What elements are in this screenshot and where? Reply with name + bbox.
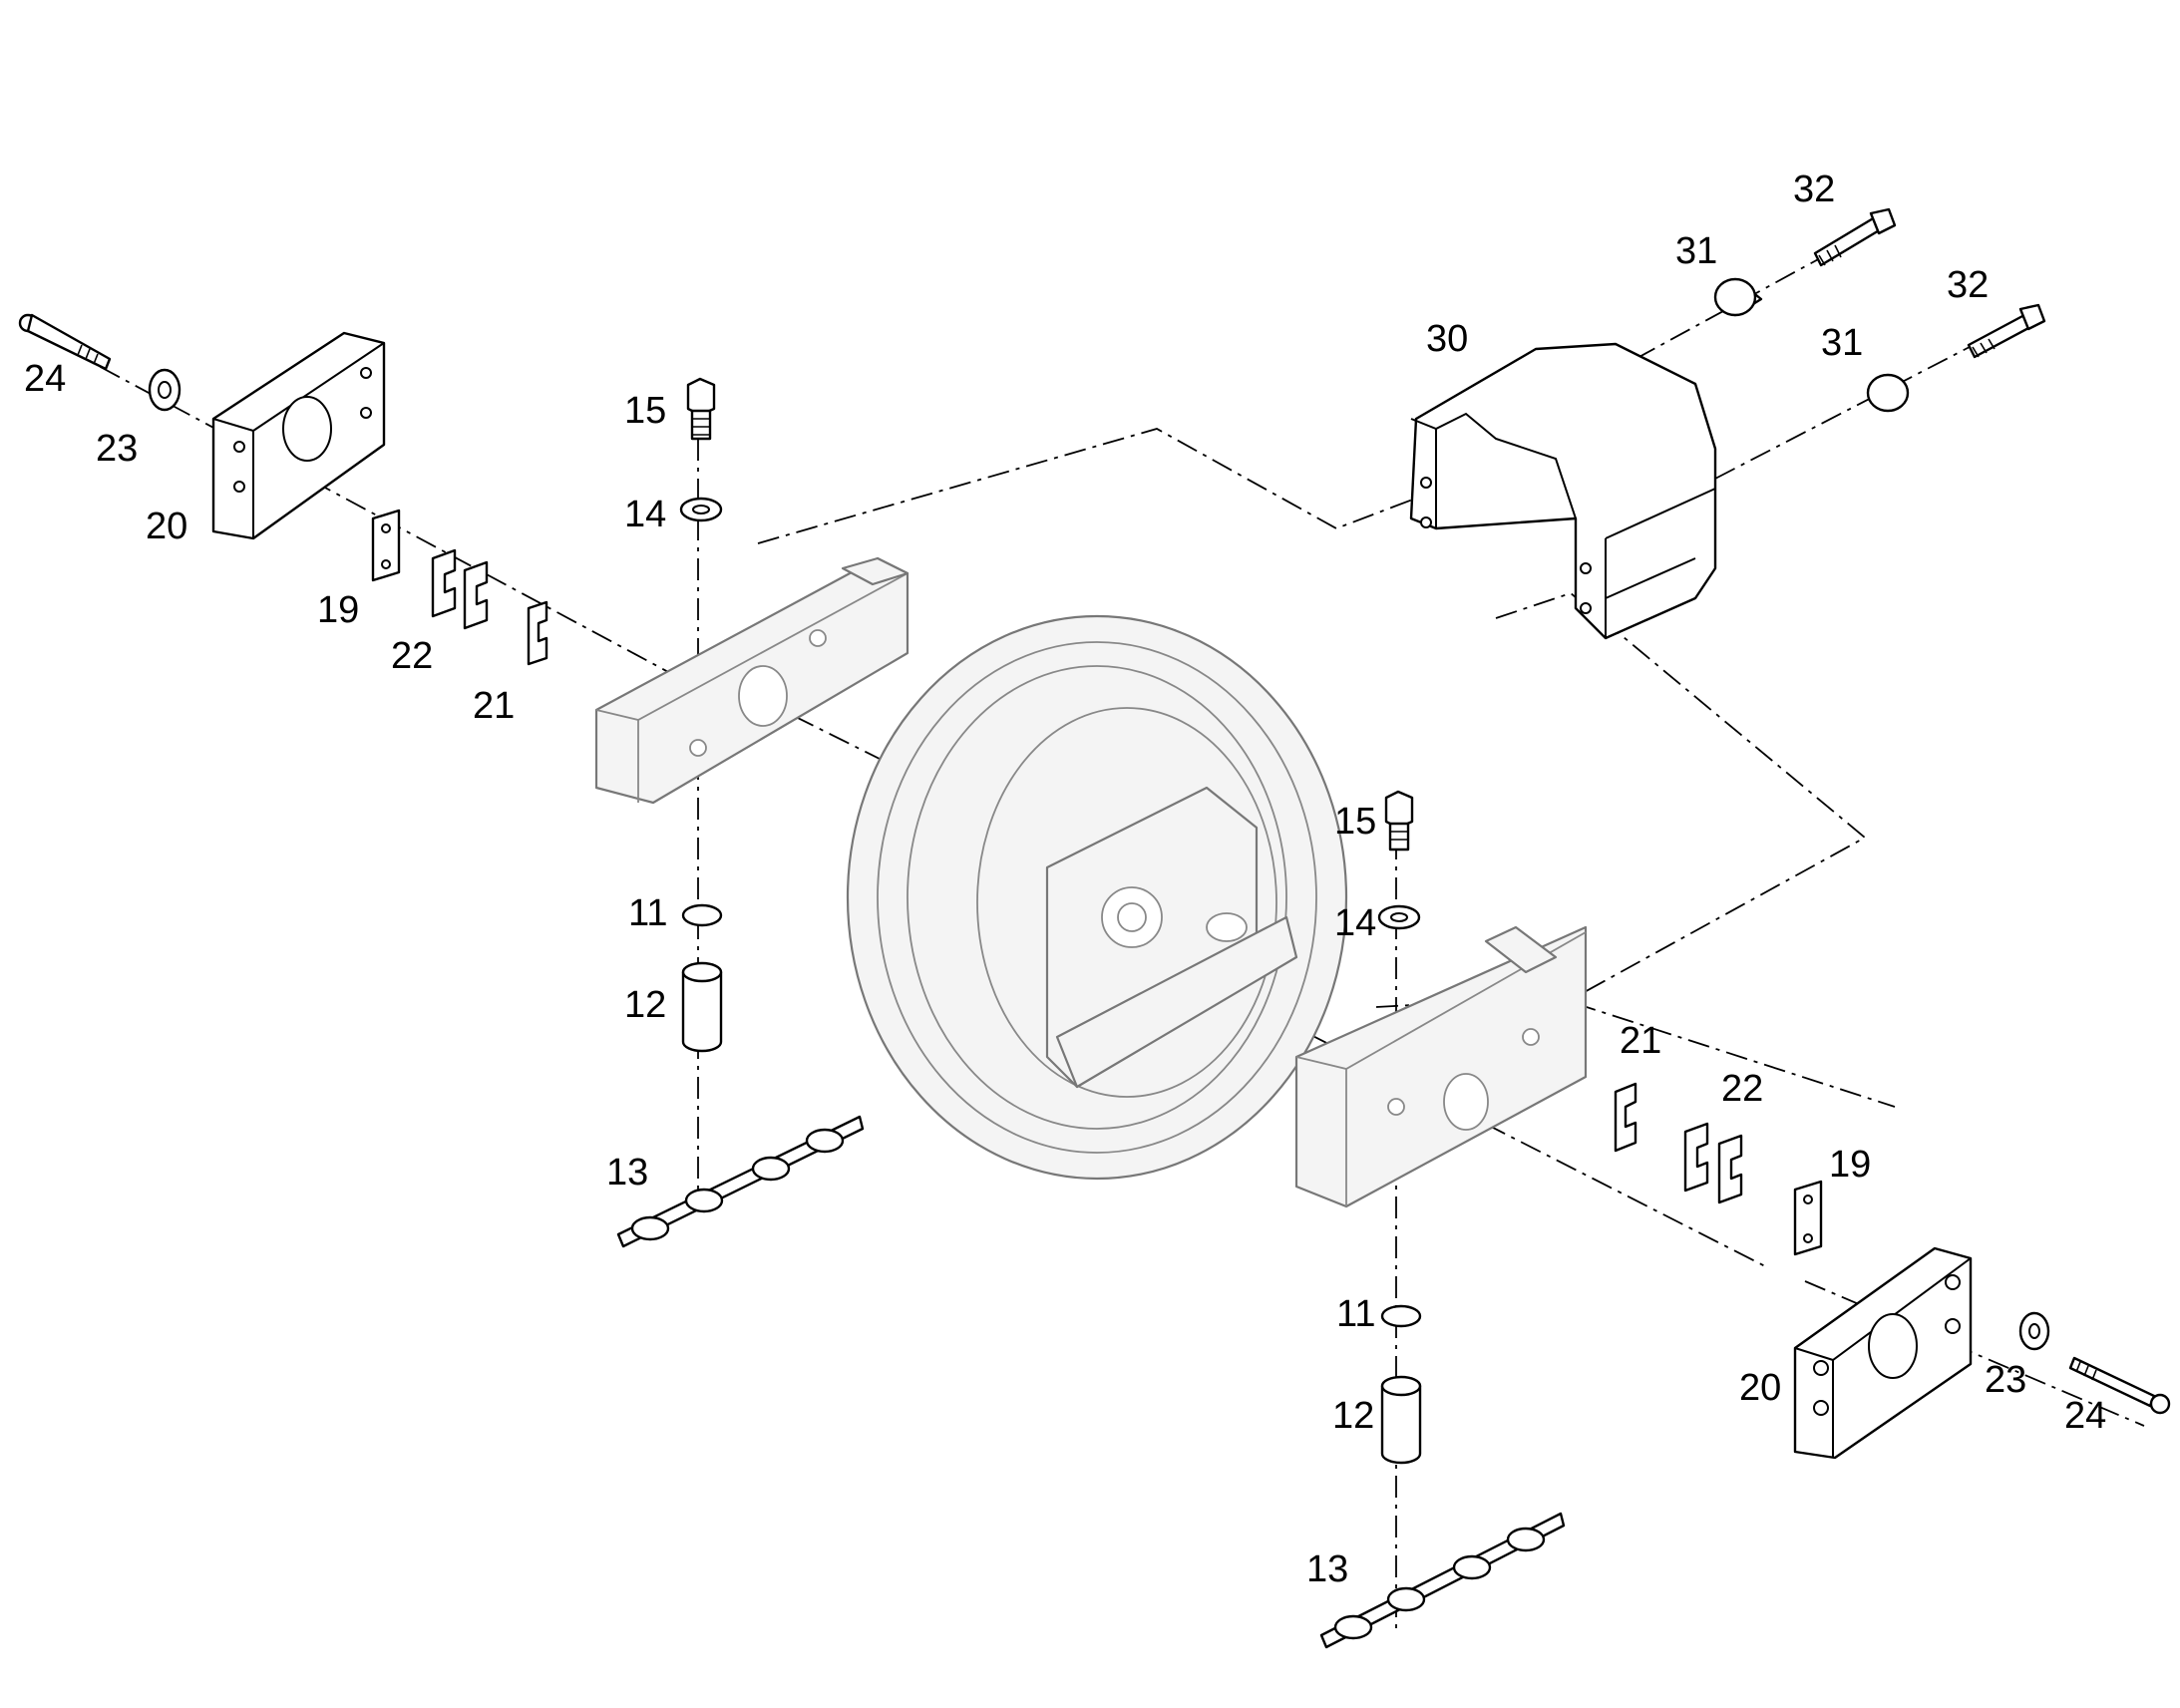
callout-22-right: 22	[1721, 1068, 1763, 1110]
guide-strip-13-right	[1319, 1512, 1566, 1649]
callout-19-left: 19	[317, 589, 359, 631]
yoke-left	[594, 556, 909, 805]
callout-21-left: 21	[473, 685, 515, 727]
bolt-15-right	[1384, 790, 1414, 852]
callout-24-left: 24	[24, 358, 66, 400]
callout-12-left: 12	[624, 984, 666, 1026]
callout-32-top: 32	[1793, 169, 1835, 210]
plate-20-right	[1793, 1246, 1973, 1460]
bolt-32-mid	[1967, 303, 2046, 359]
callout-13-left: 13	[606, 1152, 648, 1194]
callout-31-mid: 31	[1821, 322, 1863, 364]
shim-21-left	[527, 600, 548, 666]
bolt-32-top	[1813, 207, 1897, 267]
spacer-31-top	[1713, 277, 1763, 317]
callout-23-left: 23	[96, 428, 138, 470]
callout-11-left: 11	[628, 892, 667, 934]
washer-14-left	[679, 497, 723, 522]
seal-11-left	[681, 903, 723, 927]
bushing-12-right	[1380, 1375, 1422, 1465]
bolt-15-left	[686, 377, 716, 441]
callout-21-right: 21	[1620, 1020, 1661, 1062]
callout-14-right: 14	[1334, 902, 1376, 944]
shim-21-right	[1614, 1082, 1637, 1153]
guard-30	[1409, 342, 1717, 640]
bolt-24-left	[18, 313, 112, 371]
callout-22-left: 22	[391, 635, 433, 677]
bushing-12-left	[681, 961, 723, 1053]
plate-20-left	[211, 331, 386, 540]
callout-labels: 24 23 20 19 22 21 15 14 11 12 13 30 31 3…	[24, 169, 2106, 1590]
callout-23-right: 23	[1985, 1359, 2026, 1401]
spacer-31-mid	[1866, 373, 1910, 413]
washer-23-left	[148, 368, 182, 412]
guide-strip-13-left	[616, 1115, 865, 1248]
yoke-right	[1294, 925, 1588, 1208]
shim-22-right	[1683, 1122, 1743, 1204]
shim-22-left	[431, 548, 489, 630]
washer-14-right	[1377, 904, 1421, 930]
callout-30: 30	[1426, 318, 1468, 360]
callout-15-left: 15	[624, 390, 666, 432]
callout-15-right: 15	[1334, 801, 1376, 843]
callout-20-right: 20	[1739, 1367, 1781, 1409]
shim-19-left	[371, 509, 401, 582]
seal-11-right	[1380, 1304, 1422, 1328]
callout-24-right: 24	[2064, 1395, 2106, 1437]
shim-19-right	[1793, 1180, 1823, 1256]
callout-19-right: 19	[1829, 1144, 1871, 1186]
callout-31-top: 31	[1675, 230, 1717, 272]
callout-20-left: 20	[146, 506, 187, 547]
callout-13-right: 13	[1306, 1548, 1348, 1590]
callout-11-right: 11	[1336, 1293, 1375, 1335]
bolt-24-right	[2068, 1356, 2171, 1415]
callout-32-mid: 32	[1947, 264, 1989, 306]
callout-12-right: 12	[1332, 1395, 1374, 1437]
washer-23-right	[2018, 1311, 2050, 1351]
callout-14-left: 14	[624, 494, 666, 535]
idler-wheel	[846, 614, 1348, 1181]
